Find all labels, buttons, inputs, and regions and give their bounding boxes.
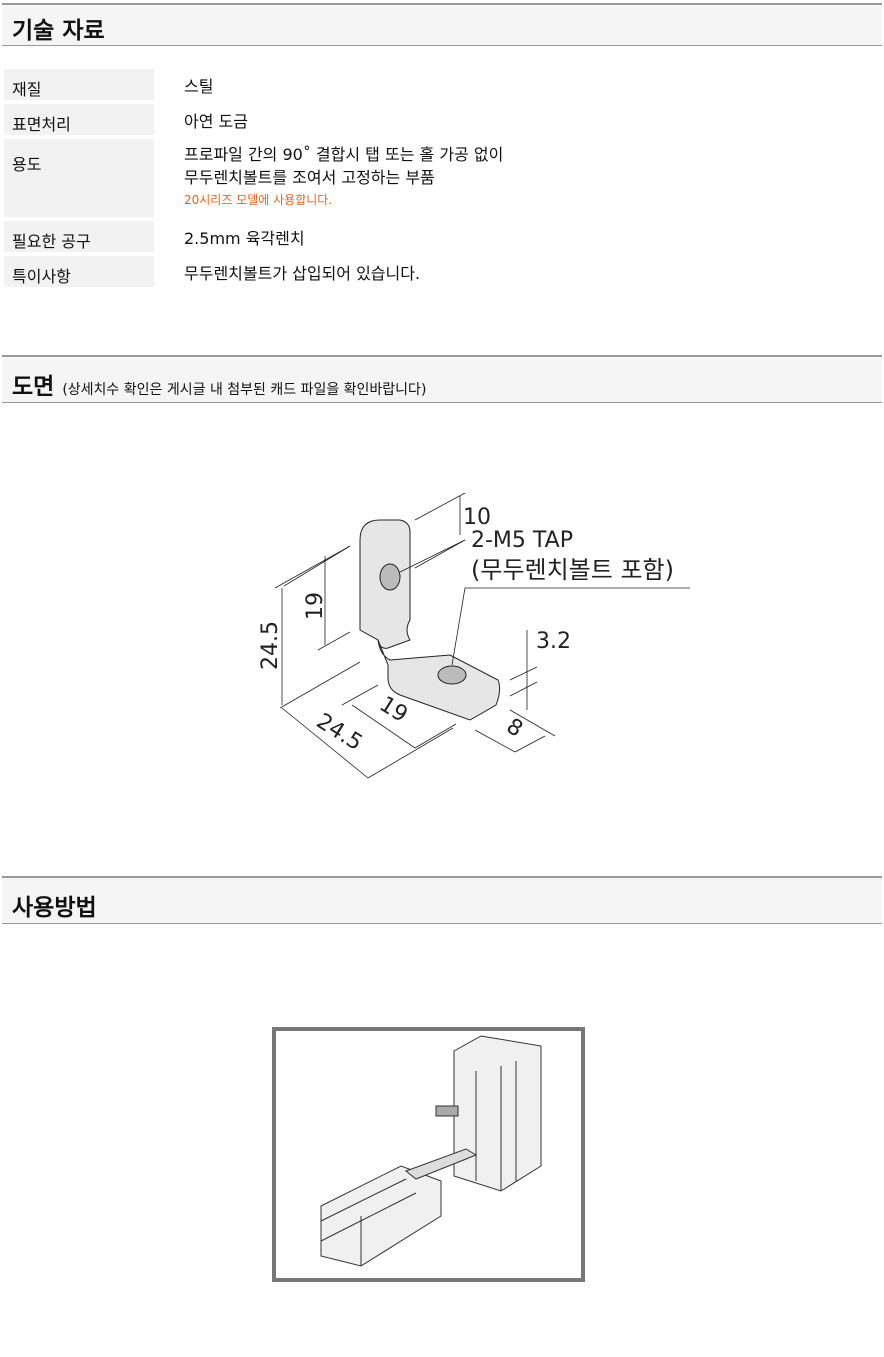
dim-tap-note: (무두렌치볼트 포함) bbox=[471, 556, 674, 584]
dim-24-5-vertical: 24.5 bbox=[260, 621, 283, 670]
bracket-horizontal-leg bbox=[377, 639, 501, 721]
spec-label: 재질 bbox=[4, 69, 154, 100]
horizontal-profile bbox=[320, 1165, 442, 1267]
spec-value: 아연 도금 bbox=[184, 112, 248, 131]
spec-row: 표면처리 아연 도금 bbox=[4, 104, 864, 135]
spec-value: 2.5mm 육각렌치 bbox=[184, 229, 305, 248]
dim-3-2: 3.2 bbox=[536, 629, 571, 654]
drawing-header: 도면 (상세치수 확인은 게시글 내 첨부된 캐드 파일을 확인바랍니다) bbox=[2, 355, 882, 403]
usage-header: 사용방법 bbox=[2, 876, 882, 924]
tap-hole-upper bbox=[379, 563, 401, 591]
spec-row: 특이사항 무두렌치볼트가 삽입되어 있습니다. bbox=[4, 256, 864, 287]
spec-label: 필요한 공구 bbox=[4, 221, 154, 252]
technical-drawing: 10 2-M5 TAP (무두렌치볼트 포함) 3.2 19 24.5 19 2… bbox=[260, 492, 690, 779]
spec-value: 스틸 bbox=[184, 77, 214, 96]
dim-19-vertical: 19 bbox=[303, 592, 328, 620]
drawing-subtitle: (상세치수 확인은 게시글 내 첨부된 캐드 파일을 확인바랍니다) bbox=[62, 382, 427, 398]
spec-row: 재질 스틸 bbox=[4, 69, 864, 100]
spec-row: 필요한 공구 2.5mm 육각렌치 bbox=[4, 221, 864, 252]
drawing-title-text: 도면 bbox=[12, 374, 55, 400]
usage-title: 사용방법 bbox=[12, 895, 97, 921]
tech-header: 기술 자료 bbox=[2, 3, 882, 46]
vertical-profile bbox=[453, 1035, 542, 1192]
tech-title: 기술 자료 bbox=[12, 18, 105, 44]
tap-hole-lower bbox=[437, 665, 467, 685]
usage-note: 20시리즈 모델에 사용합니다. bbox=[184, 193, 333, 207]
assembly-illustration bbox=[320, 1035, 542, 1267]
dim-8: 8 bbox=[502, 714, 527, 743]
dim-24-5-horizontal: 24.5 bbox=[312, 709, 367, 756]
spec-label: 특이사항 bbox=[4, 256, 154, 287]
dimension-lines bbox=[274, 492, 690, 779]
spec-row: 용도 프로파일 간의 90˚ 결합시 탭 또는 홀 가공 없이 무두렌치볼트를 … bbox=[4, 139, 864, 217]
spec-label: 용도 bbox=[4, 139, 154, 217]
usage-line-2: 무두렌치볼트를 조여서 고정하는 부품 bbox=[184, 168, 435, 187]
drawing-title: 도면 (상세치수 확인은 게시글 내 첨부된 캐드 파일을 확인바랍니다) bbox=[12, 367, 426, 401]
dim-tap: 2-M5 TAP bbox=[471, 528, 573, 553]
spec-value: 프로파일 간의 90˚ 결합시 탭 또는 홀 가공 없이 무두렌치볼트를 조여서… bbox=[184, 143, 503, 211]
dim-10: 10 bbox=[463, 505, 491, 530]
spec-value: 무두렌치볼트가 삽입되어 있습니다. bbox=[184, 264, 421, 283]
spec-label: 표면처리 bbox=[4, 104, 154, 135]
usage-image bbox=[272, 1027, 585, 1282]
corner-bracket bbox=[404, 1148, 478, 1180]
usage-line-1: 프로파일 간의 90˚ 결합시 탭 또는 홀 가공 없이 bbox=[184, 145, 504, 164]
set-screw bbox=[435, 1105, 459, 1117]
